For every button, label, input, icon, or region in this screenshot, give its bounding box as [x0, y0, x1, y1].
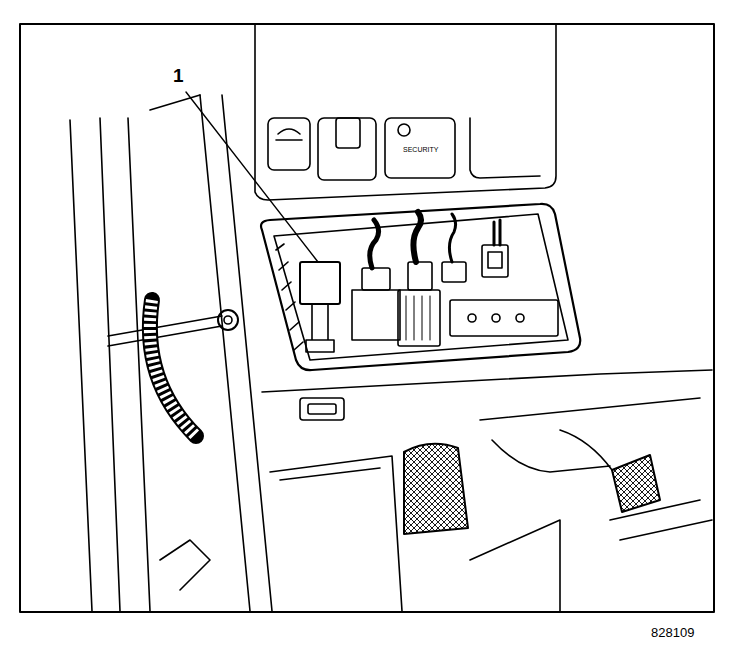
pedal-pad: [612, 455, 660, 512]
connector: [488, 252, 502, 268]
connector-ribs: [406, 296, 430, 340]
switch-button: [385, 118, 455, 178]
switch-button: [336, 118, 360, 148]
relay: [300, 262, 340, 304]
rod-knob: [224, 316, 232, 324]
fuse-panel-opening: [261, 204, 580, 370]
wire-harness: [413, 212, 421, 262]
frame: [20, 24, 714, 612]
lower-trim: [270, 456, 402, 611]
vent-grille: [404, 444, 468, 534]
fuse-block: [450, 300, 558, 336]
connector: [408, 262, 432, 290]
wire-harness: [449, 214, 455, 262]
callout-number: 1: [172, 66, 185, 87]
connector: [482, 245, 508, 277]
connector: [442, 262, 466, 282]
dash-panel-edge: [200, 95, 272, 611]
small-switch: [300, 398, 344, 420]
figure-number: 828109: [650, 626, 695, 640]
wire-harness: [370, 220, 379, 268]
rod-knob: [218, 310, 238, 330]
corrugated-harness: [150, 300, 196, 436]
leader-line: [186, 92, 318, 262]
fuse-terminal: [492, 314, 500, 322]
connector: [398, 290, 440, 346]
connector: [362, 268, 390, 290]
small-switch: [308, 404, 336, 414]
corrugated-harness: [150, 300, 196, 436]
hood-release-rod: [108, 316, 222, 346]
trim-lines: [150, 95, 210, 590]
button-text: SECURITY: [402, 146, 439, 154]
switch-housing: [255, 24, 556, 200]
fuse-terminal: [468, 314, 476, 322]
wire-harness: [494, 220, 500, 245]
dash-lower-edge: [262, 370, 712, 392]
opening-hatch: [276, 244, 303, 350]
switch-symbol: [276, 129, 302, 140]
console-trim: [610, 500, 712, 540]
switch-symbol: [398, 124, 410, 136]
door-pillar: [70, 118, 150, 611]
relay-terminals: [306, 304, 334, 352]
switch-button: [268, 118, 310, 170]
console-trim: [470, 398, 700, 611]
fuse-panel-opening: [274, 214, 568, 360]
connector-body: [352, 290, 400, 340]
switch-housing: [470, 118, 540, 178]
switch-button: [318, 118, 376, 180]
fuse-terminal: [516, 314, 524, 322]
